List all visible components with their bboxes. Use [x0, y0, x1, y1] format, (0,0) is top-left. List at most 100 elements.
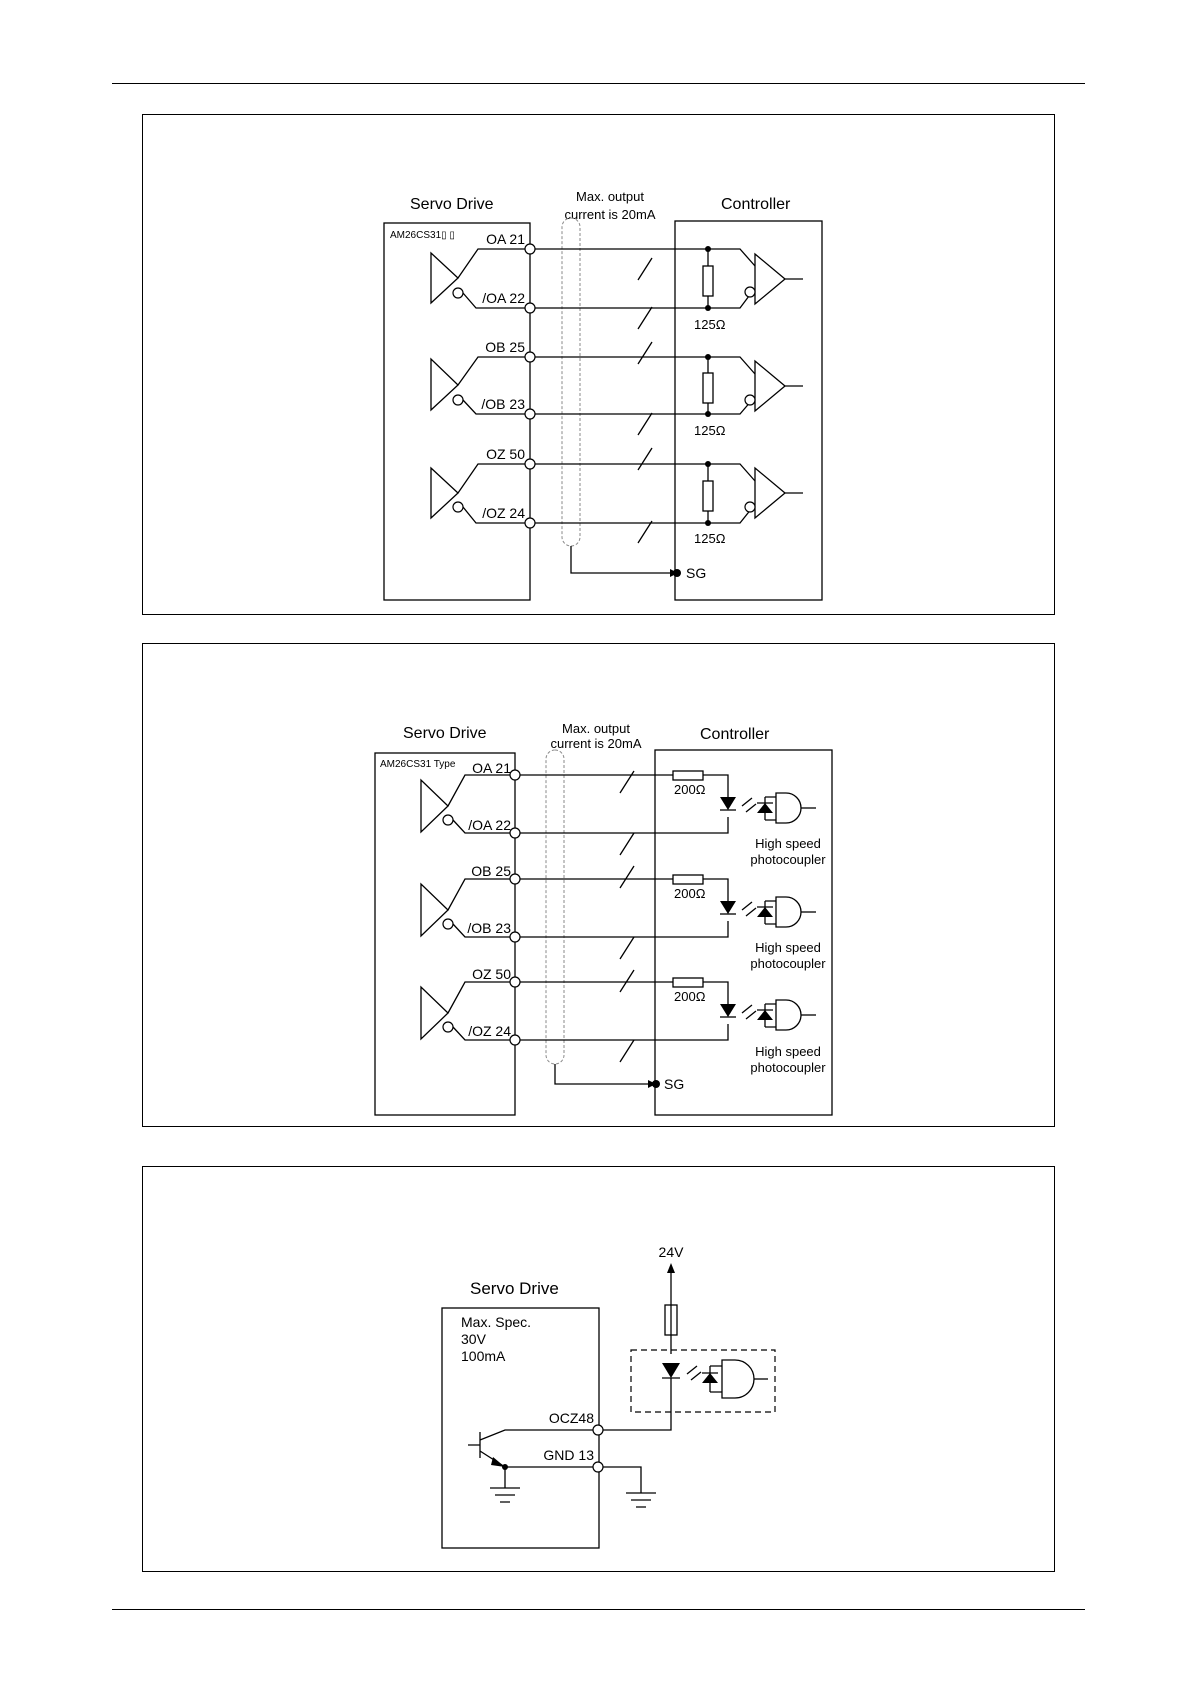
photocoupler-label-line2: photocoupler: [750, 852, 826, 867]
spec-line-1: Max. Spec.: [461, 1314, 531, 1330]
ground-icon: [490, 1467, 520, 1503]
controller-title: Controller: [700, 726, 770, 743]
chip-label: AM26CS31▯ ▯: [390, 230, 455, 241]
photocoupler-gate-icon: [775, 792, 802, 824]
resistor-label: 125Ω: [694, 531, 726, 546]
termination-resistor-icon: [702, 265, 714, 297]
spec-line-2: 30V: [461, 1331, 487, 1347]
resistor-label: 200Ω: [674, 886, 706, 901]
termination-resistor-icon: [702, 372, 714, 404]
channel-b: OB 25 /OB 23 125Ω: [430, 339, 803, 438]
ground-icon: [603, 1466, 656, 1508]
resistor-icon: [672, 770, 704, 781]
terminal-pin: [592, 1461, 604, 1473]
pin-label-output: OCZ48: [549, 1410, 594, 1426]
line-receiver-icon: [754, 252, 787, 306]
diagram-frame-2: [142, 643, 1055, 1127]
max-output-label-line2: current is 20mA: [564, 207, 655, 222]
servo-drive-title: Servo Drive: [403, 725, 487, 742]
controller-box: [674, 220, 823, 601]
photocoupler-label-line1: High speed: [755, 1044, 821, 1059]
pin-label: /OZ 24: [482, 505, 525, 521]
pin-label: /OA 22: [468, 817, 511, 833]
terminal-pin: [592, 1424, 604, 1436]
controller-title: Controller: [721, 196, 791, 213]
line-driver-icon: [430, 357, 459, 412]
terminal-pin: [524, 243, 536, 255]
line-driver-icon: [420, 985, 449, 1041]
pin-label-ground: GND 13: [543, 1447, 594, 1463]
terminal-pin: [509, 976, 521, 988]
photocoupler-gate-icon: [721, 1359, 755, 1399]
terminal-pin: [524, 302, 536, 314]
diagram-frame-3: [142, 1166, 1055, 1572]
diagram-2: Servo Drive Controller AM26CS31 Type Max…: [374, 721, 833, 1116]
pullup-resistor-icon: [664, 1304, 678, 1336]
controller-box: [654, 749, 833, 1116]
servo-drive-title: Servo Drive: [470, 1279, 559, 1298]
photocoupler-label-line2: photocoupler: [750, 1060, 826, 1075]
line-driver-icon: [420, 778, 449, 834]
led-icon: [662, 1363, 680, 1378]
cable-shield: [545, 749, 565, 1065]
signal-ground-label: SG: [664, 1076, 684, 1092]
led-icon: [720, 901, 736, 914]
resistor-icon: [672, 977, 704, 988]
terminal-pin: [524, 458, 536, 470]
max-output-label-line1: Max. output: [562, 721, 630, 736]
pin-label: OB 25: [485, 339, 525, 355]
channel-b: OB 25 /OB 23 200Ω High speed photocouple…: [420, 863, 826, 971]
line-driver-icon: [430, 251, 459, 305]
pin-label: /OB 23: [481, 396, 525, 412]
pin-label: OA 21: [486, 231, 525, 247]
photocoupler-gate-icon: [775, 999, 802, 1031]
resistor-label: 200Ω: [674, 989, 706, 1004]
resistor-label: 125Ω: [694, 423, 726, 438]
channel-z: OZ 50 /OZ 24 200Ω High speed photocouple…: [420, 966, 826, 1075]
resistor-icon: [672, 874, 704, 885]
transistor-icon: [468, 1429, 593, 1468]
photocoupler-label-line1: High speed: [755, 836, 821, 851]
header-rule: [112, 83, 1085, 84]
resistor-label: 200Ω: [674, 782, 706, 797]
line-receiver-icon: [754, 359, 787, 413]
cable-shield: [561, 217, 581, 547]
diagram-3: Servo Drive Max. Spec. 30V 100mA 24V OCZ…: [441, 1244, 776, 1549]
resistor-label: 125Ω: [694, 317, 726, 332]
channel-a: OA 21 /OA 22 125Ω: [430, 231, 803, 332]
photocoupler-gate-icon: [775, 896, 802, 928]
terminal-pin: [509, 873, 521, 885]
max-output-label-line2: current is 20mA: [550, 736, 641, 751]
line-driver-icon: [430, 466, 459, 520]
photocoupler-label-line2: photocoupler: [750, 956, 826, 971]
terminal-pin: [509, 827, 521, 839]
terminal-pin: [509, 769, 521, 781]
terminal-pin: [524, 408, 536, 420]
terminal-pin: [524, 351, 536, 363]
chip-label: AM26CS31 Type: [380, 759, 456, 770]
photocoupler-boundary: [630, 1349, 776, 1413]
supply-arrow-icon: [667, 1263, 675, 1273]
pin-label: OA 21: [472, 760, 511, 776]
max-output-label-line1: Max. output: [576, 189, 644, 204]
pin-label: /OZ 24: [468, 1023, 511, 1039]
led-icon: [720, 1004, 736, 1017]
termination-resistor-icon: [702, 480, 714, 512]
pin-label: OB 25: [471, 863, 511, 879]
line-driver-icon: [420, 882, 449, 938]
footer-rule: [112, 1609, 1085, 1610]
supply-voltage-label: 24V: [659, 1244, 685, 1260]
signal-ground-label: SG: [686, 565, 706, 581]
spec-line-3: 100mA: [461, 1348, 506, 1364]
pin-label: OZ 50: [486, 446, 525, 462]
pin-label: OZ 50: [472, 966, 511, 982]
terminal-pin: [509, 931, 521, 943]
servo-drive-title: Servo Drive: [410, 196, 494, 213]
channel-a: OA 21 /OA 22 200Ω High speed photocouple…: [420, 760, 826, 867]
diagram-1: Servo Drive Controller AM26CS31▯ ▯ Max. …: [383, 189, 823, 601]
channel-z: OZ 50 /OZ 24 125Ω: [430, 446, 803, 546]
diagram-frame-1: [142, 114, 1055, 615]
line-receiver-icon: [754, 466, 787, 520]
led-icon: [720, 797, 736, 810]
